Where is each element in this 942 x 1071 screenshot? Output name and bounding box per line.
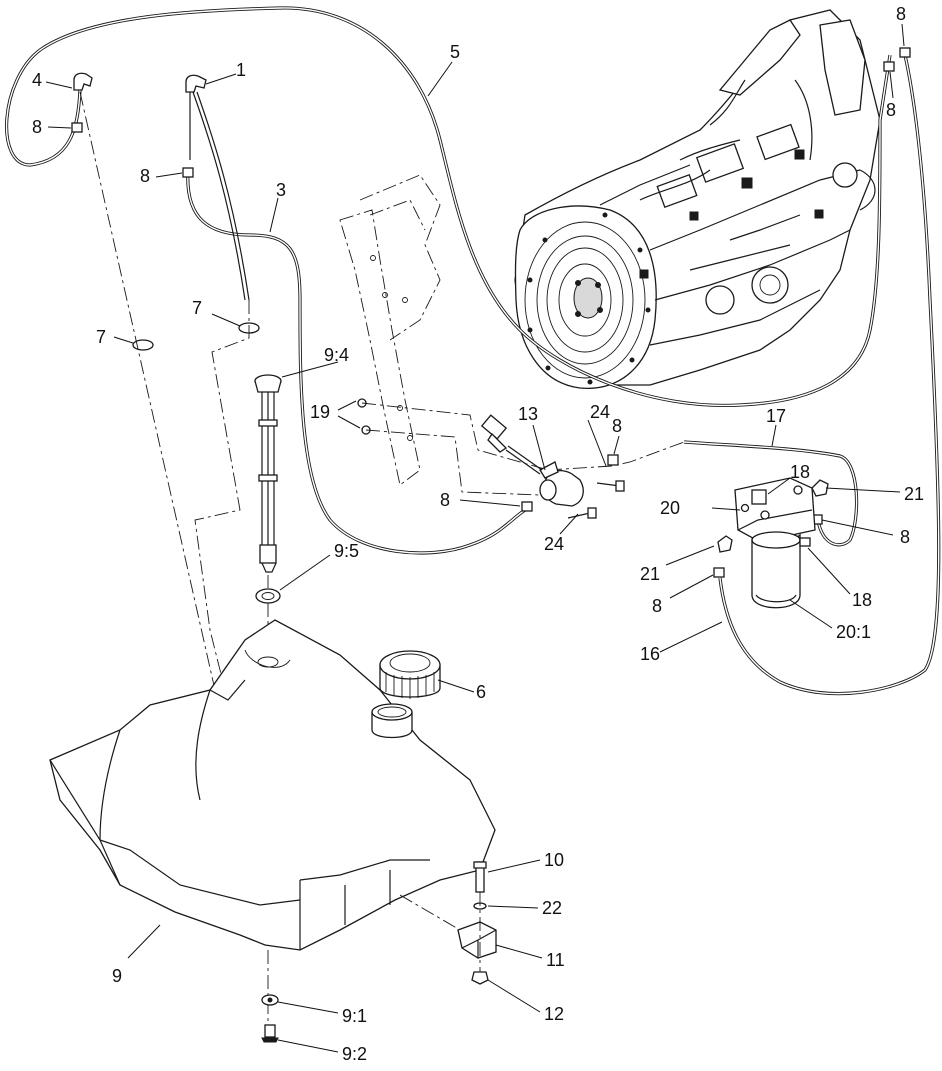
callout-24-bottom: 24 [544,534,564,554]
callout-8-engine-top: 8 [896,4,906,24]
callout-labels: 1 3 4 5 6 7 7 8 8 8 8 8 8 8 8 9 9:1 9:2 … [32,4,924,1064]
callout-1: 1 [236,60,246,80]
center-line-pickup [194,300,250,691]
callout-7-right: 7 [192,298,202,318]
callout-8-filter-left: 8 [652,596,662,616]
callout-9: 9 [112,966,122,986]
callout-19: 19 [310,402,330,422]
callout-3: 3 [276,180,286,200]
callout-8-pickup: 8 [140,166,150,186]
callout-9-4: 9:4 [324,345,349,365]
callout-9-2: 9:2 [342,1044,367,1064]
callout-8-left-top: 8 [32,117,42,137]
callout-9-5: 9:5 [334,541,359,561]
callout-18-bottom: 18 [852,590,872,610]
callout-16: 16 [640,644,660,664]
callout-9-1: 9:1 [342,1006,367,1026]
callout-8-engine-side: 8 [886,100,896,120]
callout-20-1: 20:1 [836,622,871,642]
callout-13: 13 [518,404,538,424]
callout-7-left: 7 [96,327,106,347]
callout-22: 22 [542,898,562,918]
callout-12: 12 [544,1004,564,1024]
fuel-filter [734,477,816,609]
callout-8-pump-left: 8 [440,490,450,510]
tank-strap-bracket [399,861,497,985]
callout-17: 17 [766,406,786,426]
fuel-tank [49,619,496,951]
callout-6: 6 [476,682,486,702]
fuel-pump [480,414,625,519]
callout-11: 11 [546,950,565,970]
engine-assembly [514,9,881,390]
fuel-hoses [5,6,941,696]
callout-21-left: 21 [640,564,660,584]
fuel-cap [379,650,441,699]
callout-18-top: 18 [790,462,810,482]
callout-8-pump-top: 8 [612,416,622,436]
leader-lines [45,23,905,1053]
callout-21-right: 21 [904,484,924,504]
fuel-level-sender [254,374,282,662]
callout-4: 4 [32,70,42,90]
center-line-left [79,91,216,691]
callout-10: 10 [544,850,564,870]
callout-24-top: 24 [590,402,610,422]
callout-20: 20 [660,498,680,518]
callout-8-filter-right: 8 [900,527,910,547]
mounting-bracket [339,174,685,496]
tank-drain [261,950,279,1043]
callout-5: 5 [450,42,460,62]
